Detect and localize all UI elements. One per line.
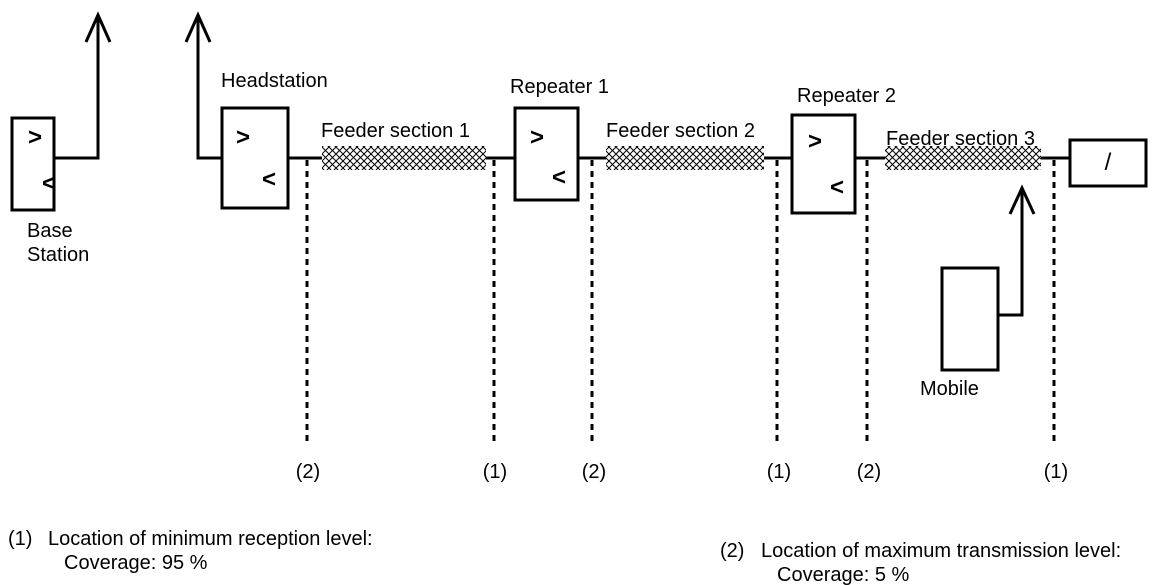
legend-1-number: (1) — [8, 528, 33, 550]
repeater-1-box — [513, 106, 580, 202]
feeder-section-3-label: Feeder section 3 — [886, 128, 1035, 150]
mobile-antenna-arrowhead — [1008, 184, 1036, 215]
repeater-2-box — [790, 113, 857, 215]
headstation-label: Headstation — [221, 70, 328, 92]
base-station-antenna-arrowhead — [84, 11, 112, 43]
feeder-section-3-cable — [885, 146, 1041, 170]
mobile-antenna — [998, 190, 1024, 317]
legend-2-number: (2) — [720, 540, 745, 562]
headstation-reverse-symbol: < — [262, 166, 277, 193]
mobile-box — [940, 266, 1000, 372]
feeder-section-2-label: Feeder section 2 — [606, 120, 755, 142]
measurement-marker: (2) — [581, 461, 607, 483]
headstation-box — [220, 106, 290, 210]
base-station-antenna — [54, 18, 100, 160]
measurement-marker: (1) — [1043, 461, 1069, 483]
headstation-antenna-arrowhead — [184, 11, 212, 43]
headstation-antenna — [196, 18, 222, 160]
measurement-marker: (2) — [856, 461, 882, 483]
terminator-symbol: / — [1104, 149, 1112, 176]
measurement-marker: (2) — [295, 461, 321, 483]
repeater-2-reverse-symbol: < — [830, 174, 845, 201]
feeder-section-1-label: Feeder section 1 — [321, 120, 470, 142]
base-station-label-line2: Station — [27, 244, 90, 266]
base-station-label-line1: Base — [27, 220, 73, 242]
repeater-2-forward-symbol: > — [808, 128, 823, 155]
measurement-marker: (1) — [766, 461, 792, 483]
base-station-forward-symbol: > — [28, 124, 43, 151]
legend-1-text: Location of minimum reception level: — [48, 528, 373, 550]
repeater-1-reverse-symbol: < — [552, 164, 567, 191]
mobile-label: Mobile — [920, 378, 979, 400]
measurement-marker: (1) — [482, 461, 508, 483]
legend-2-subtext: Coverage: 5 % — [777, 564, 910, 585]
base-station-reverse-symbol: < — [42, 170, 57, 197]
headstation-forward-symbol: > — [236, 124, 251, 151]
legend-1-subtext: Coverage: 95 % — [64, 552, 208, 574]
terminator-box — [1068, 138, 1148, 188]
base-station-box — [10, 116, 56, 212]
feeder-section-1-cable — [322, 146, 486, 170]
repeater-1-forward-symbol: > — [530, 124, 545, 151]
repeater-1-label: Repeater 1 — [510, 76, 609, 98]
feeder-section-2-cable — [606, 146, 764, 170]
repeater-2-label: Repeater 2 — [797, 85, 896, 107]
legend-2-text: Location of maximum transmission level: — [761, 540, 1122, 562]
